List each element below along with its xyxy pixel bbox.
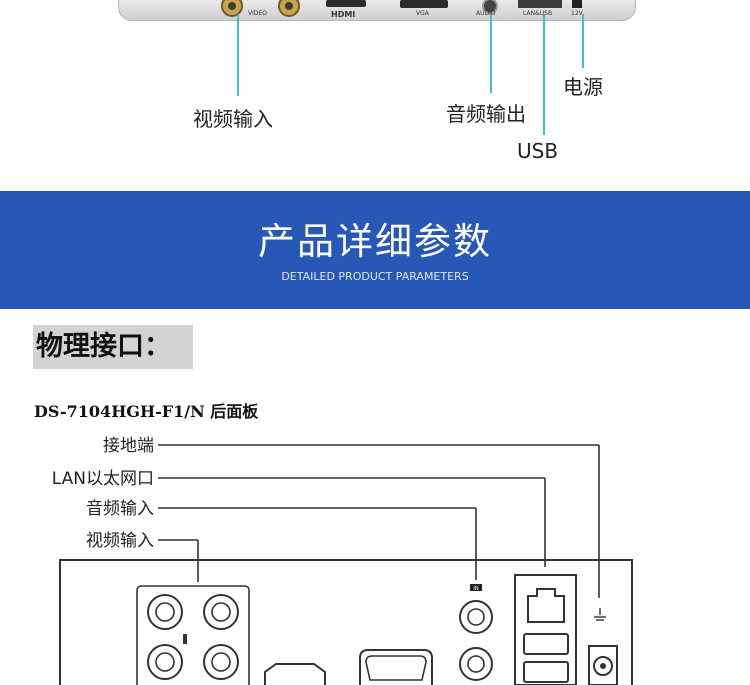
device-rear-ports bbox=[221, 0, 584, 135]
bnc-port-inner-icon bbox=[155, 602, 175, 622]
device-rear-edge bbox=[118, 0, 636, 21]
power-port-icon bbox=[572, 0, 582, 8]
audio-output-callout: 音频输出 bbox=[446, 102, 526, 126]
bnc-port-center-icon bbox=[228, 2, 236, 10]
bnc-port-icon bbox=[147, 644, 183, 680]
bnc-port-inner-icon bbox=[155, 652, 175, 672]
usb-callout: USB bbox=[517, 139, 559, 163]
model-panel-title: DS-7104HGH-F1/N 后面板 bbox=[34, 402, 259, 421]
vga-port-icon bbox=[400, 0, 448, 8]
audio-port-label: AUDIO bbox=[476, 10, 496, 17]
banner-title: 产品详细参数 bbox=[258, 220, 492, 263]
lan-usb-frame bbox=[514, 574, 577, 685]
vga-port-label: VGA bbox=[416, 10, 429, 17]
lan-label: LAN以太网口 bbox=[52, 469, 154, 489]
power-port-icon bbox=[593, 656, 613, 676]
audio-jack-icon bbox=[482, 0, 498, 14]
audio-in-label: 音频输入 bbox=[86, 499, 154, 519]
bnc-port-icon bbox=[203, 644, 239, 680]
power-callout: 电源 bbox=[563, 75, 603, 99]
lan-usb-port-icon bbox=[518, 0, 562, 8]
audio-in-badge bbox=[470, 584, 482, 591]
audio-out-jack-icon bbox=[459, 647, 493, 681]
audio-out-jack-inner-icon bbox=[467, 655, 485, 673]
hdmi-port-label: HDMI bbox=[331, 10, 356, 19]
power-port-pin-icon bbox=[600, 663, 606, 669]
audio-in-jack-inner-icon bbox=[467, 608, 485, 626]
ground-label: 接地端 bbox=[103, 436, 154, 456]
video-input-callout: 视频输入 bbox=[193, 107, 273, 131]
audio-in-badge-text: IN bbox=[473, 586, 478, 592]
video-in-label: 视频输入 bbox=[86, 531, 154, 551]
bnc-group-frame bbox=[136, 585, 250, 685]
panel-outline bbox=[59, 559, 633, 685]
device-photo-section: VIDEO HDMI VGA AUDIO LAN&USB 12V 视频输入 音频… bbox=[0, 0, 750, 190]
lan-port-icon bbox=[527, 588, 565, 623]
bnc-port-icon bbox=[147, 594, 183, 630]
lan-usb-port-label: LAN&USB bbox=[523, 10, 553, 17]
detail-banner: 产品详细参数 DETAILED PRODUCT PARAMETERS bbox=[0, 191, 750, 309]
vga-port-icon bbox=[359, 649, 433, 685]
bnc-port-inner-icon bbox=[211, 602, 231, 622]
physical-interface-heading: 物理接口： bbox=[33, 325, 193, 369]
audio-in-jack-icon bbox=[459, 600, 493, 634]
hdmi-port-icon bbox=[326, 0, 366, 7]
vga-port-inner-icon bbox=[365, 655, 427, 681]
bnc-port-center-icon bbox=[285, 2, 293, 10]
usb-port-icon bbox=[523, 633, 569, 655]
usb-port-icon bbox=[523, 661, 569, 683]
bnc-port-inner-icon bbox=[211, 652, 231, 672]
power-port-label: 12V bbox=[571, 10, 583, 17]
power-port-frame bbox=[588, 645, 618, 685]
video-port-label: VIDEO bbox=[248, 10, 268, 17]
ground-symbol-icon bbox=[594, 608, 606, 621]
banner-subtitle: DETAILED PRODUCT PARAMETERS bbox=[281, 270, 469, 283]
bnc-group-marker bbox=[183, 634, 187, 644]
bnc-port-icon bbox=[203, 594, 239, 630]
hdmi-port-icon bbox=[264, 663, 326, 685]
